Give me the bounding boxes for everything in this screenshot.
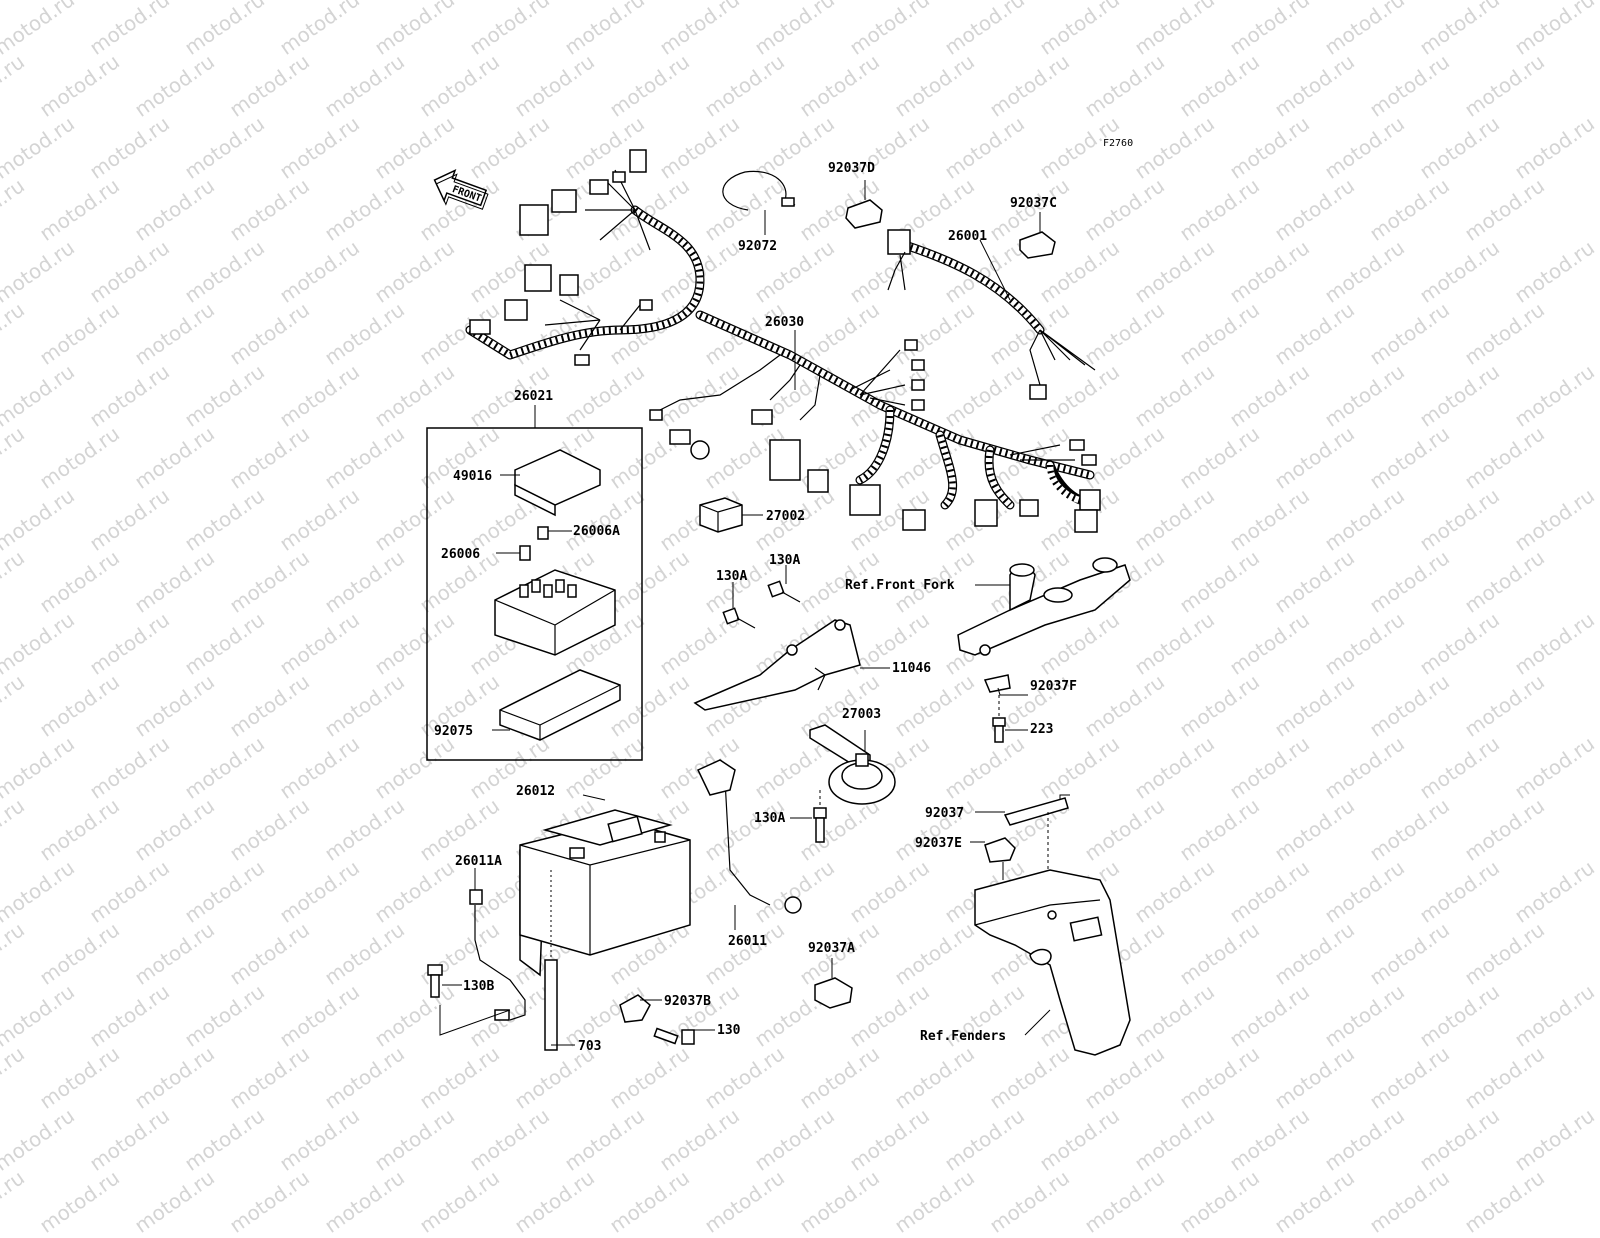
label-130A-2: 130A xyxy=(769,553,800,568)
label-27002: 27002 xyxy=(766,509,805,524)
label-26030: 26030 xyxy=(765,315,804,330)
bolt-130A-1 xyxy=(722,582,756,629)
label-ref-fenders: Ref.Fenders xyxy=(920,1029,1006,1044)
diagram-svg: F2760 FRONT xyxy=(426,138,1133,1056)
label-27003: 27003 xyxy=(842,707,881,722)
label-49016: 49016 xyxy=(453,469,492,484)
label-26011A: 26011A xyxy=(455,854,502,869)
label-223: 223 xyxy=(1030,722,1053,737)
cable-26011A xyxy=(469,868,526,1021)
clamp-92037E xyxy=(970,837,1016,880)
label-ref-front-fork: Ref.Front Fork xyxy=(845,578,955,593)
rear-fender xyxy=(974,869,1131,1056)
fuse-holder-92075 xyxy=(492,669,621,741)
relay-27002 xyxy=(699,497,763,533)
label-26011: 26011 xyxy=(728,934,767,949)
label-26021: 26021 xyxy=(514,389,553,404)
label-26001: 26001 xyxy=(948,229,987,244)
cable-tie-92072 xyxy=(722,170,796,235)
label-130: 130 xyxy=(717,1023,741,1038)
label-92075: 92075 xyxy=(434,724,473,739)
fuse-cover-49016 xyxy=(500,449,601,517)
label-92037D: 92037D xyxy=(828,161,875,176)
clamp-92037B xyxy=(619,994,662,1023)
part-labels: 92037D 92072 92037C 26001 26030 26021 49… xyxy=(434,161,1077,1054)
fuse-box-body xyxy=(494,569,616,656)
cable-26011 xyxy=(696,759,802,930)
front-arrow-icon: FRONT xyxy=(433,169,489,210)
label-26006A: 26006A xyxy=(573,524,620,539)
label-26012: 26012 xyxy=(516,784,555,799)
front-fork-bracket xyxy=(957,557,1131,656)
horn-27003 xyxy=(809,724,896,805)
label-92037C: 92037C xyxy=(1010,196,1057,211)
label-92037: 92037 xyxy=(925,806,964,821)
tube-703 xyxy=(544,870,575,1051)
figure-code: F2760 xyxy=(1103,138,1133,149)
label-703: 703 xyxy=(578,1039,601,1054)
fuse-26006A xyxy=(537,526,572,540)
label-130A-3: 130A xyxy=(754,811,785,826)
battery-26012 xyxy=(519,794,691,977)
label-92037E: 92037E xyxy=(915,836,962,851)
sub-harness-26001 xyxy=(887,229,1096,400)
harness-connectors xyxy=(469,149,1101,533)
clamp-92037A xyxy=(814,958,853,1009)
label-26006: 26006 xyxy=(441,547,480,562)
bolt-130A-2 xyxy=(767,565,801,603)
label-11046: 11046 xyxy=(892,661,931,676)
clamp-92037D xyxy=(845,180,883,229)
bracket-11046 xyxy=(693,619,890,711)
bolt-130B xyxy=(427,964,511,1036)
label-92072: 92072 xyxy=(738,239,777,254)
bolt-130 xyxy=(653,1027,715,1045)
clamp-92037C xyxy=(1019,212,1056,259)
bolt-223 xyxy=(992,695,1028,743)
label-92037B: 92037B xyxy=(664,994,711,1009)
label-92037A: 92037A xyxy=(808,941,855,956)
strap-92037 xyxy=(975,794,1070,905)
label-92037F: 92037F xyxy=(1030,679,1077,694)
bolt-130A-3 xyxy=(790,790,827,843)
clamp-92037F xyxy=(983,674,1028,696)
label-130A-1: 130A xyxy=(716,569,747,584)
fuse-26006 xyxy=(496,545,531,561)
label-130B: 130B xyxy=(463,979,494,994)
